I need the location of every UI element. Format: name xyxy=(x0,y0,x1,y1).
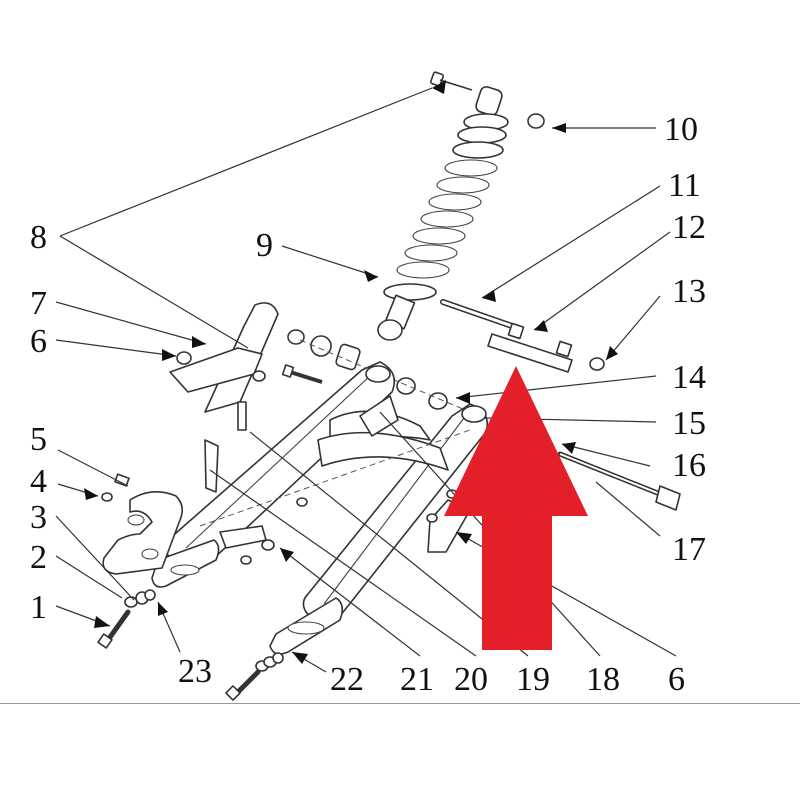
callout-20: 20 xyxy=(454,661,488,698)
upper-bracket xyxy=(169,302,279,413)
callout-numbers: 8 9 10 11 12 13 14 15 16 17 7 6 5 4 3 2 … xyxy=(30,111,706,698)
shock-absorber xyxy=(377,85,509,341)
callout-14: 14 xyxy=(672,359,706,396)
callout-4: 4 xyxy=(30,463,47,500)
bottom-divider xyxy=(0,703,800,704)
callout-12: 12 xyxy=(672,209,706,246)
callout-2: 2 xyxy=(30,539,47,576)
red-indicator-arrow xyxy=(444,366,588,650)
lock-nut-13 xyxy=(589,357,605,371)
callout-19: 19 xyxy=(516,661,550,698)
callout-11: 11 xyxy=(668,167,701,204)
callout-21: 21 xyxy=(400,661,434,698)
callout-8: 8 xyxy=(30,219,47,256)
callout-17: 17 xyxy=(672,531,706,568)
callout-18: 18 xyxy=(586,661,620,698)
callout-7: 7 xyxy=(30,285,47,322)
callout-1: 1 xyxy=(30,589,47,626)
axle-fasteners xyxy=(225,652,284,701)
spring-coils xyxy=(396,159,498,279)
pivot-bolt-17 xyxy=(557,451,681,511)
bushings xyxy=(287,329,471,413)
callout-10: 10 xyxy=(664,111,698,148)
callout-15: 15 xyxy=(672,405,706,442)
leader-lines xyxy=(55,87,677,673)
swingarm xyxy=(151,361,489,655)
pivot-bolt-11 xyxy=(440,299,515,329)
callout-22: 22 xyxy=(330,661,364,698)
callout-9: 9 xyxy=(256,227,273,264)
callout-6-upper: 6 xyxy=(30,323,47,360)
callout-6-lower: 6 xyxy=(668,661,685,698)
callout-3: 3 xyxy=(30,499,47,536)
callout-5: 5 xyxy=(30,421,47,458)
callout-13: 13 xyxy=(672,273,706,310)
adjuster-fasteners xyxy=(97,473,156,649)
small-fasteners xyxy=(176,351,323,493)
leader-arrowheads xyxy=(84,80,618,664)
link-sleeve-12 xyxy=(487,322,573,373)
top-mount-nut xyxy=(527,113,545,129)
callout-23: 23 xyxy=(178,653,212,690)
callout-16: 16 xyxy=(672,447,706,484)
